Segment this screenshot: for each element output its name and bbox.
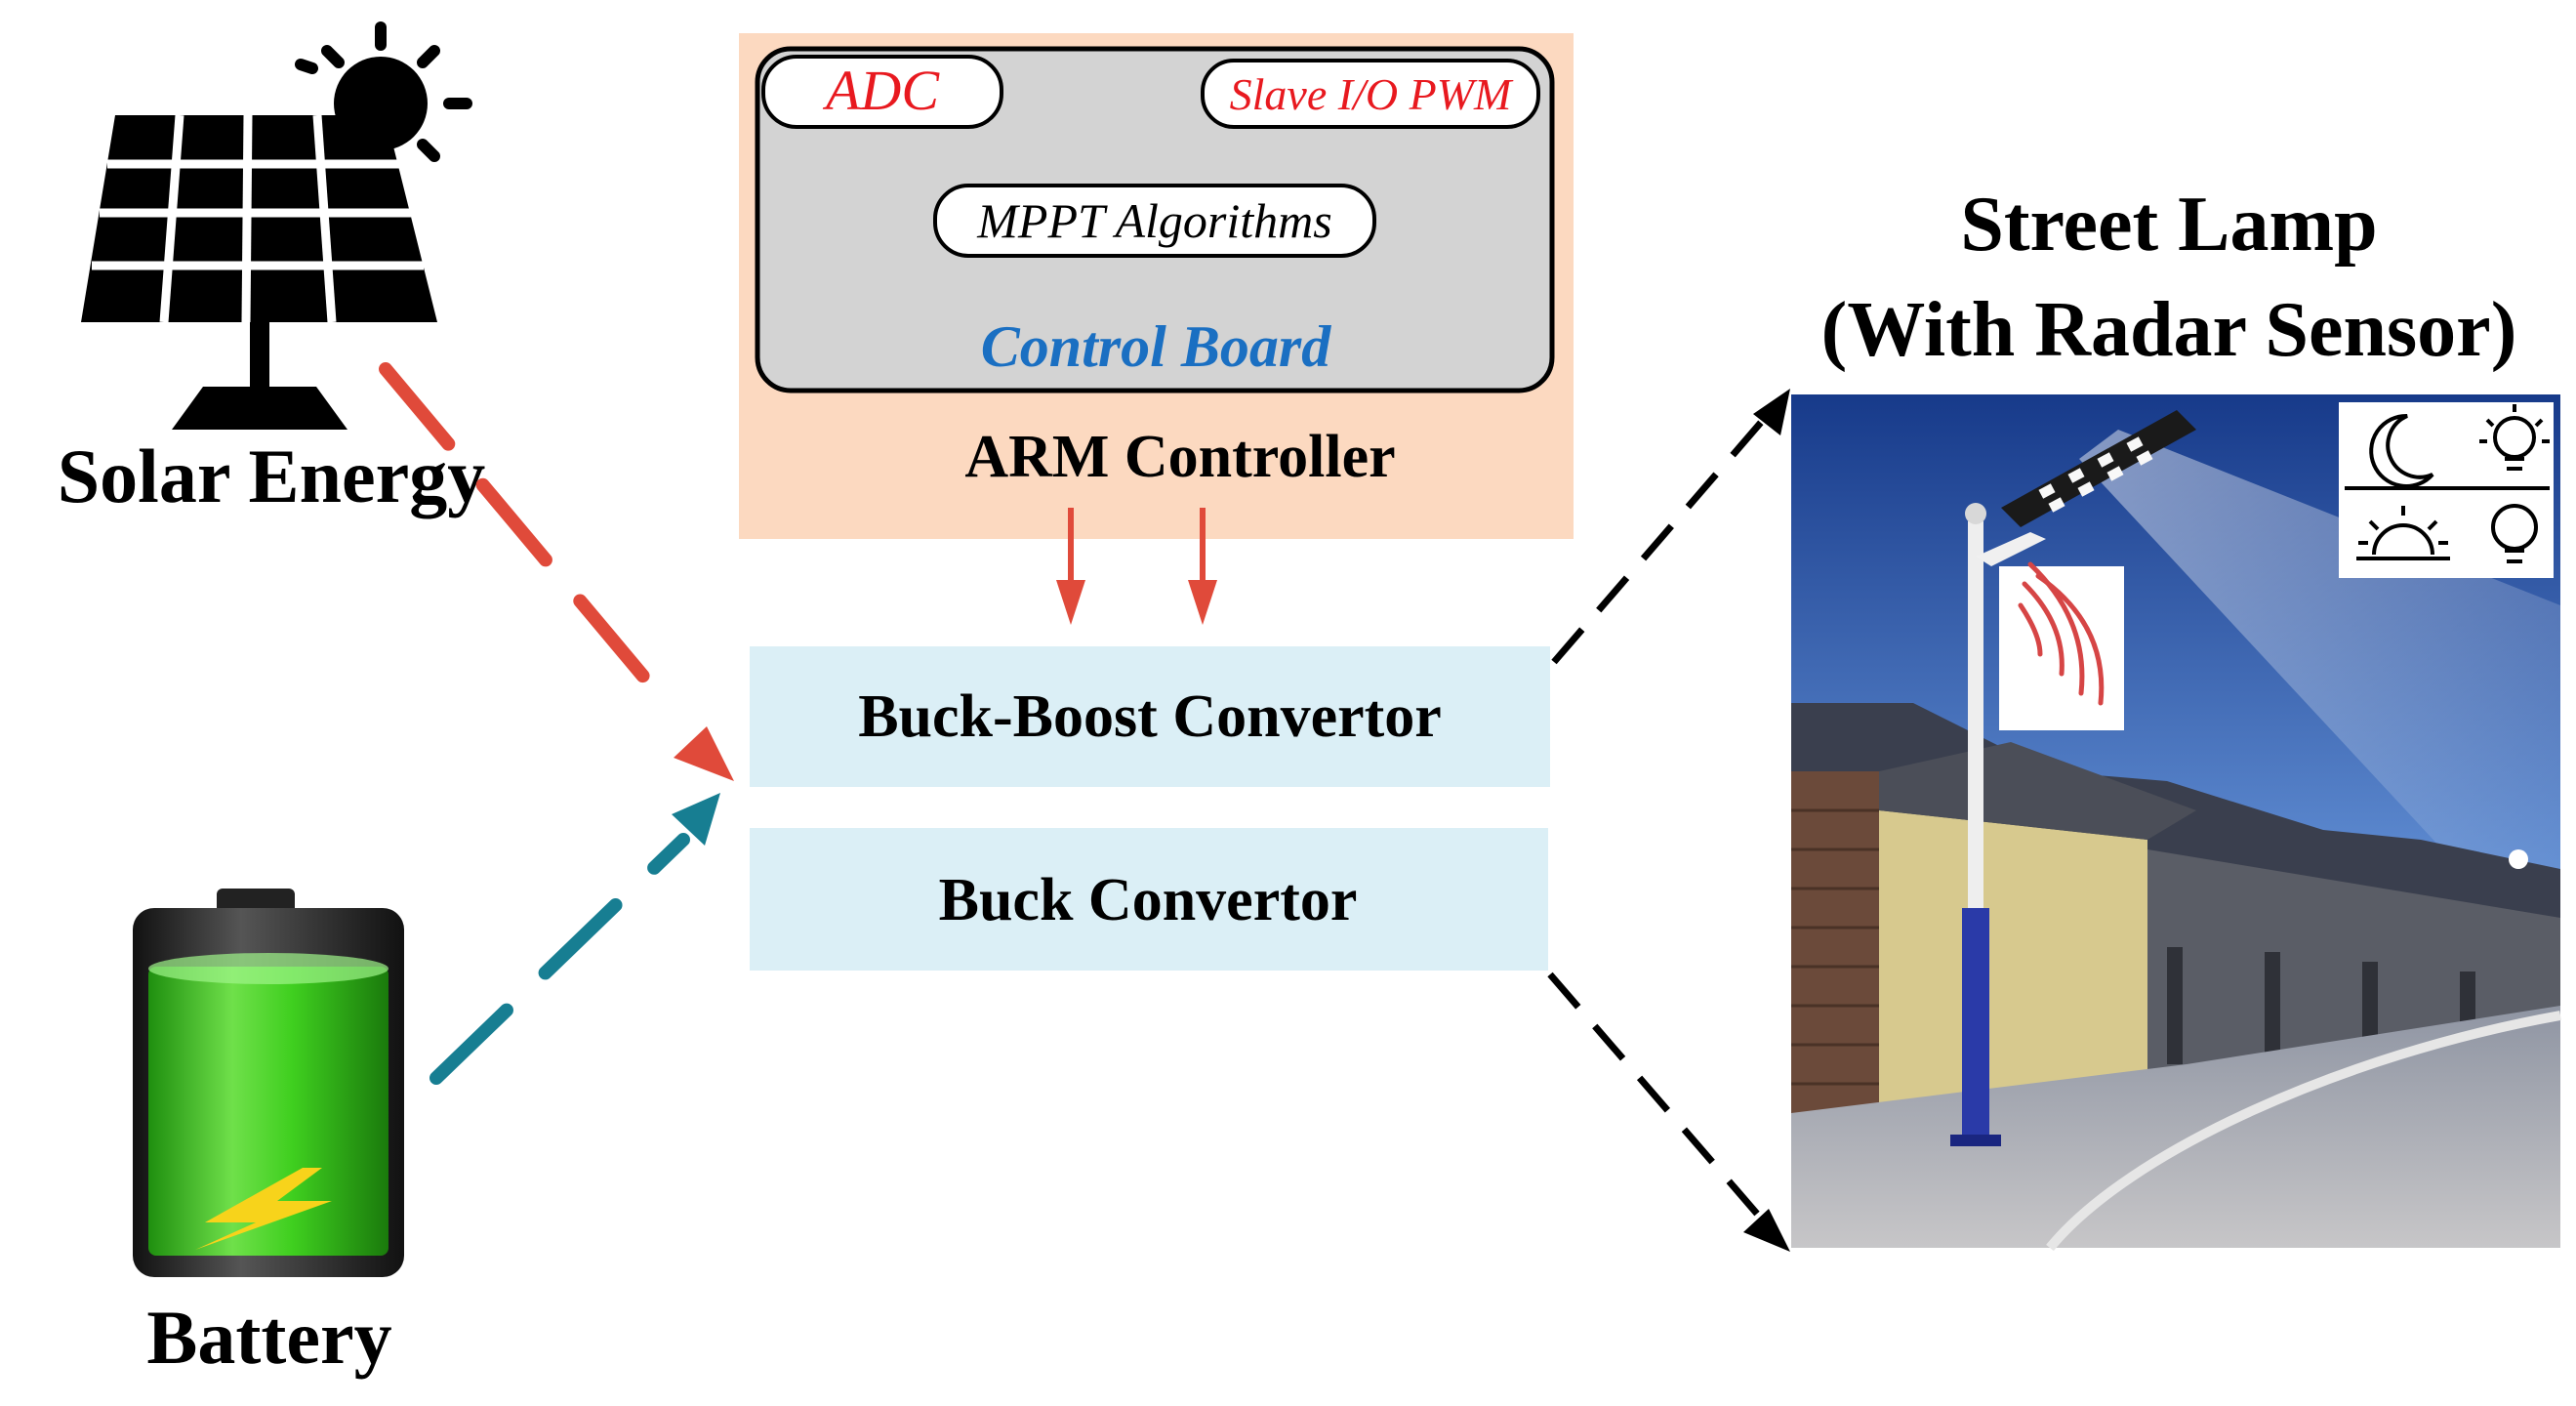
battery-to-converter-arrow [429, 793, 720, 1085]
arm-controller-label: ARM Controller [964, 424, 1395, 490]
solar-energy-label: Solar Energy [58, 434, 485, 518]
buck-convertor-label: Buck Convertor [939, 867, 1358, 933]
controller-signal-arrows [1056, 508, 1217, 625]
bulb-on-icon [2479, 404, 2550, 471]
battery-label: Battery [146, 1295, 391, 1380]
street-lamp-subtitle: (With Radar Sensor) [1821, 287, 2517, 373]
adc-label: ADC [822, 59, 940, 122]
mppt-label: MPPT Algorithms [976, 193, 1331, 248]
buck-boost-convertor-box [750, 646, 1550, 787]
adc-pill [761, 55, 1003, 129]
slave-pwm-label: Slave I/O PWM [1230, 69, 1514, 119]
radar-waves-icon [1999, 561, 2124, 730]
moon-icon [2369, 413, 2434, 488]
converter-to-lamp-arrow-bottom [1547, 972, 1790, 1252]
street-lamp-title: Street Lamp [1960, 182, 2377, 268]
battery-icon [133, 889, 404, 1277]
solar-panel-icon [81, 21, 472, 430]
bulb-off-icon [2491, 504, 2538, 563]
solar-to-converter-arrow [379, 362, 734, 781]
buck-boost-convertor-label: Buck-Boost Convertor [858, 683, 1442, 750]
day-night-indicator [2339, 402, 2554, 578]
control-board-label: Control Board [981, 314, 1331, 379]
converter-to-lamp-arrow-top [1551, 389, 1790, 665]
buck-convertor-box [750, 828, 1548, 971]
mppt-pill [933, 184, 1376, 258]
slave-pwm-pill [1201, 59, 1540, 129]
sunrise-icon [2356, 506, 2450, 560]
